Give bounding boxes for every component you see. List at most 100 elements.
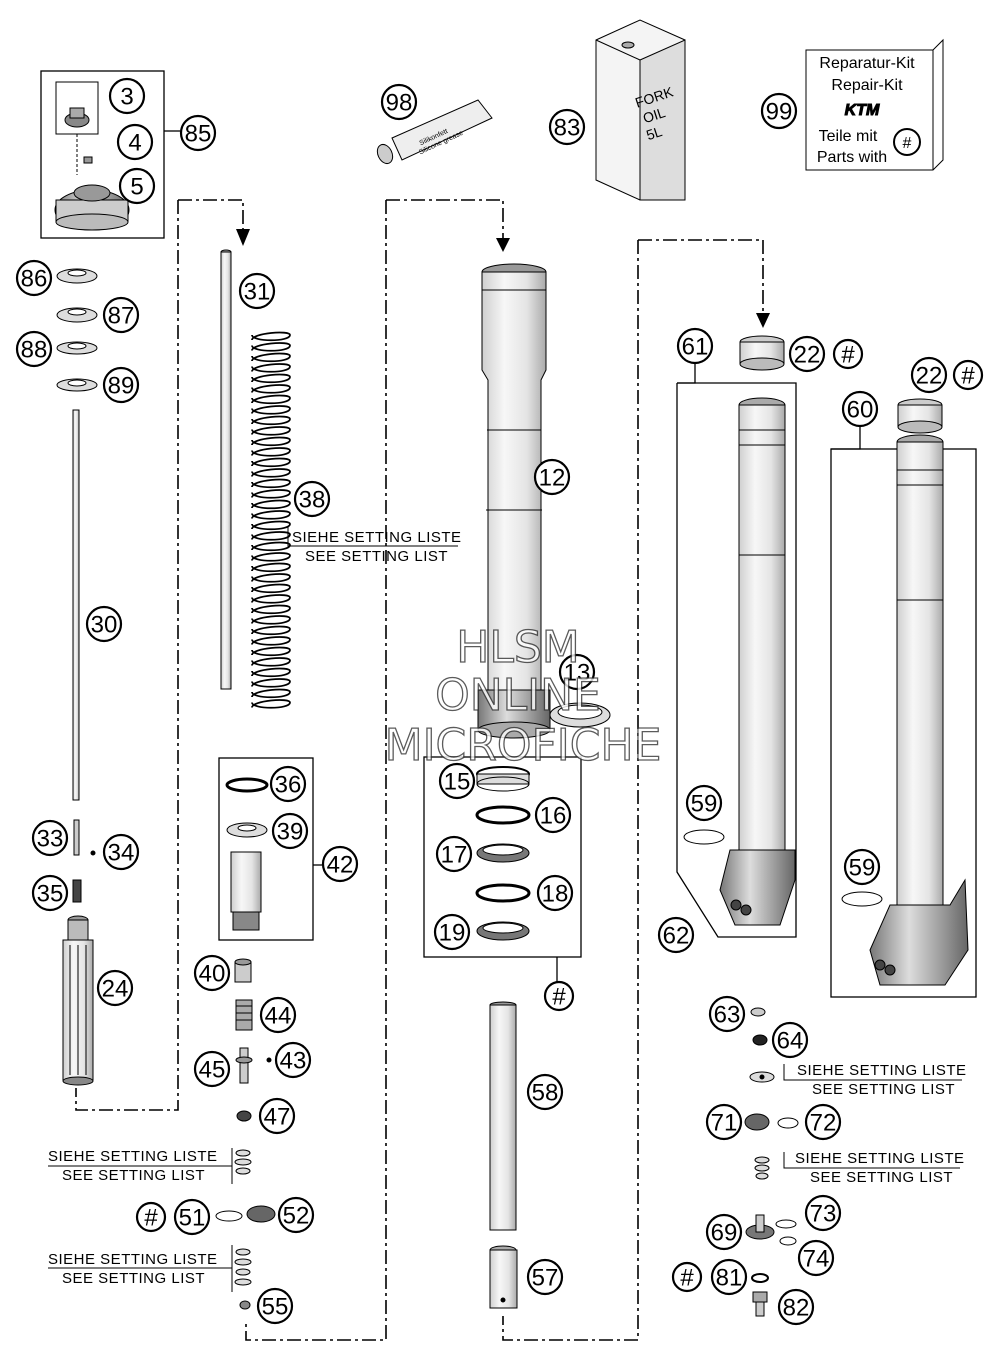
callout-label: 83 xyxy=(554,115,581,142)
watermark: HLSM ONLINE MICROFICHE xyxy=(384,621,662,771)
callout-c81h: # xyxy=(671,1261,703,1293)
callout-label: 13 xyxy=(564,660,591,687)
callout-c51h: # xyxy=(135,1201,167,1233)
callout-c22bh: # xyxy=(952,359,984,391)
callout-c31: 31 xyxy=(238,272,276,310)
callout-c59a: 59 xyxy=(685,784,723,822)
svg-text:5L: 5L xyxy=(644,123,664,143)
callout-c3: 3 xyxy=(108,77,146,115)
callout-label: 17 xyxy=(441,842,468,869)
svg-text:ONLINE: ONLINE xyxy=(435,670,601,721)
callout-c19h: # xyxy=(543,980,575,1012)
callout-label: 99 xyxy=(766,99,793,126)
callout-label: 58 xyxy=(532,1080,559,1107)
callout-label: 59 xyxy=(691,791,718,818)
svg-text:KTM: KTM xyxy=(845,102,880,119)
fork-leg-left xyxy=(683,335,796,926)
callout-c22ah: # xyxy=(832,338,864,370)
callout-c13: 13 xyxy=(558,653,596,691)
callout-label: 44 xyxy=(265,1003,292,1030)
svg-text:OIL: OIL xyxy=(641,104,668,126)
callout-label: # xyxy=(552,984,566,1011)
callout-label: 81 xyxy=(716,1265,743,1292)
callout-c99: 99 xyxy=(760,92,798,130)
seal-kit xyxy=(475,766,531,941)
callout-label: 47 xyxy=(264,1104,291,1131)
callout-label: 52 xyxy=(283,1203,310,1230)
piston-rod xyxy=(72,409,96,903)
callout-label: 72 xyxy=(810,1110,837,1137)
callout-c85: 85 xyxy=(179,114,217,152)
rebound-adjuster-parts xyxy=(744,1007,799,1317)
callout-label: 18 xyxy=(542,881,569,908)
svg-text:#: # xyxy=(903,135,912,152)
compression-piston-parts xyxy=(225,777,269,931)
inner-cartridge-tube xyxy=(489,1001,518,1309)
setting-note-spring: SIEHE SETTING LISTE SEE SETTING LIST xyxy=(287,527,462,565)
callout-label: 22 xyxy=(916,363,943,390)
callout-label: 22 xyxy=(794,342,821,369)
callout-label: # xyxy=(680,1265,694,1292)
callout-c36: 36 xyxy=(269,765,307,803)
svg-text:SIEHE SETTING LISTE: SIEHE SETTING LISTE xyxy=(292,529,462,546)
callout-label: 51 xyxy=(179,1205,206,1232)
svg-text:MICROFICHE: MICROFICHE xyxy=(385,720,662,771)
svg-text:SEE SETTING LIST: SEE SETTING LIST xyxy=(305,548,448,565)
callout-c64: 64 xyxy=(771,1021,809,1059)
callout-c51: 51 xyxy=(173,1198,211,1236)
callout-c12: 12 xyxy=(533,458,571,496)
callout-c33: 33 xyxy=(31,819,69,857)
callout-label: 39 xyxy=(277,819,304,846)
callout-label: 33 xyxy=(37,826,64,853)
svg-text:SEE SETTING LIST: SEE SETTING LIST xyxy=(812,1081,955,1098)
callout-label: 87 xyxy=(108,303,135,330)
callout-c69: 69 xyxy=(705,1213,743,1251)
callout-c72: 72 xyxy=(804,1103,842,1141)
callout-c42: 42 xyxy=(321,845,359,883)
callout-c82: 82 xyxy=(777,1288,815,1326)
callout-label: # xyxy=(144,1205,158,1232)
svg-text:Teile mit: Teile mit xyxy=(819,128,878,145)
callout-label: 61 xyxy=(682,334,709,361)
shims xyxy=(56,268,98,392)
callout-label: 59 xyxy=(849,855,876,882)
callout-c4: 4 xyxy=(116,123,154,161)
valve-parts xyxy=(215,958,276,1310)
setting-note-compression-a: SIEHE SETTING LISTE SEE SETTING LIST xyxy=(48,1148,233,1184)
callout-label: 5 xyxy=(130,174,143,201)
svg-text:SIEHE SETTING LISTE: SIEHE SETTING LISTE xyxy=(795,1150,965,1167)
spring-guide xyxy=(220,249,232,690)
damping-cartridge xyxy=(62,915,94,1086)
callout-label: 73 xyxy=(810,1201,837,1228)
callout-c57: 57 xyxy=(526,1258,564,1296)
fork-leg-right xyxy=(841,398,969,986)
callout-c86: 86 xyxy=(15,259,53,297)
callout-label: 71 xyxy=(711,1110,738,1137)
callout-c17: 17 xyxy=(435,835,473,873)
callout-c38: 38 xyxy=(293,480,331,518)
callout-c62: 62 xyxy=(657,916,695,954)
callout-c88: 88 xyxy=(15,330,53,368)
top-cap-assembly xyxy=(54,81,130,231)
callout-c47: 47 xyxy=(258,1097,296,1135)
svg-text:SIEHE SETTING LISTE: SIEHE SETTING LISTE xyxy=(48,1148,218,1165)
outer-tube xyxy=(477,263,551,739)
callout-c43: 43 xyxy=(274,1041,312,1079)
svg-text:Repair-Kit: Repair-Kit xyxy=(831,77,903,94)
callout-c98: 98 xyxy=(380,83,418,121)
callout-c89: 89 xyxy=(102,366,140,404)
collar-ring xyxy=(549,702,611,728)
callout-c55: 55 xyxy=(256,1287,294,1325)
callout-label: 12 xyxy=(539,465,566,492)
callout-label: 63 xyxy=(714,1002,741,1029)
callout-c58: 58 xyxy=(526,1073,564,1111)
callout-c19: 19 xyxy=(433,913,471,951)
svg-text:Reparatur-Kit: Reparatur-Kit xyxy=(819,55,915,72)
svg-text:Parts with: Parts with xyxy=(817,149,887,166)
callout-c24: 24 xyxy=(96,969,134,1007)
svg-text:SIEHE SETTING LISTE: SIEHE SETTING LISTE xyxy=(48,1251,218,1268)
fork-spring xyxy=(251,331,291,709)
callout-c18: 18 xyxy=(536,874,574,912)
callout-label: 19 xyxy=(439,920,466,947)
